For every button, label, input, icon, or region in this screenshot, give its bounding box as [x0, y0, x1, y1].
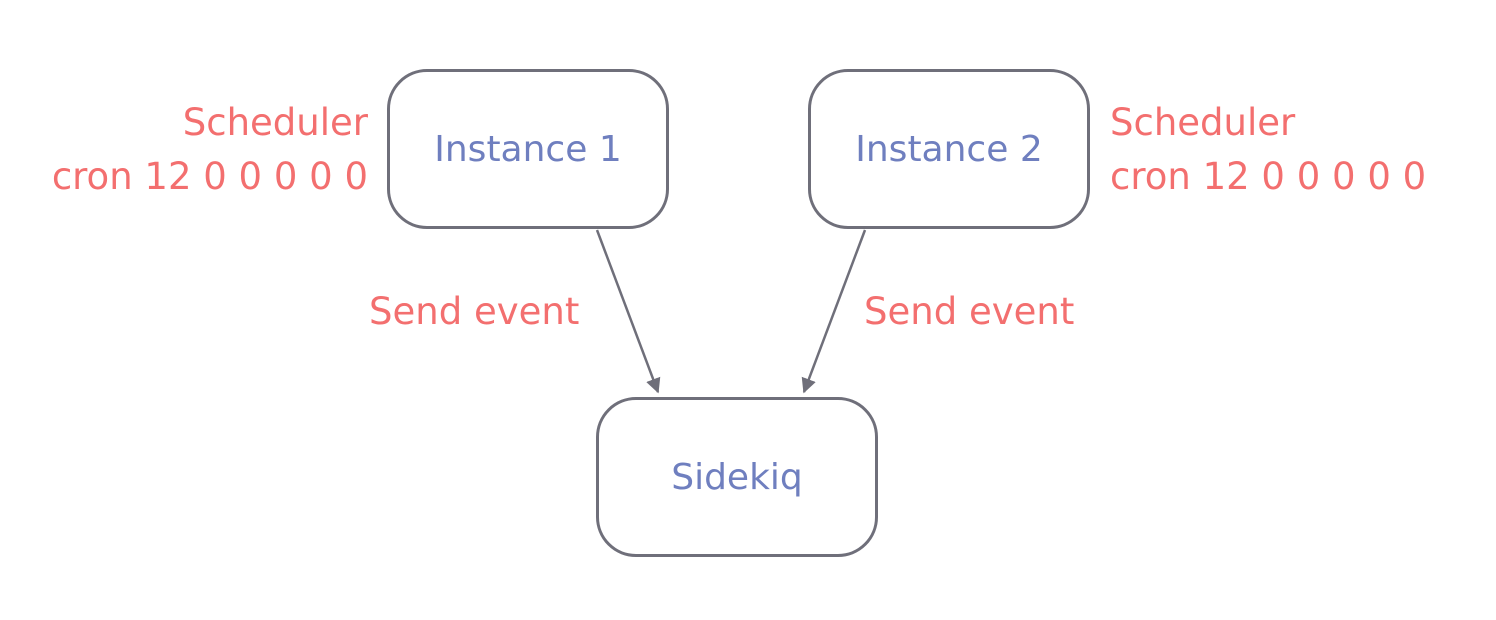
node-instance-2-label: Instance 2	[855, 128, 1043, 170]
note-scheduler-right-cron: cron 12 0 0 0 0 0	[1110, 155, 1427, 198]
note-scheduler-left-cron: cron 12 0 0 0 0 0	[51, 155, 368, 198]
node-sidekiq-label: Sidekiq	[671, 456, 803, 498]
arrow-instance2-to-sidekiq	[801, 229, 867, 394]
note-scheduler-right-title: Scheduler	[1110, 101, 1296, 144]
node-instance-1-label: Instance 1	[434, 128, 622, 170]
edge-label-right: Send event	[864, 290, 1075, 333]
node-instance-2: Instance 2	[808, 69, 1090, 229]
node-sidekiq: Sidekiq	[596, 397, 878, 557]
note-scheduler-left: Scheduler cron 12 0 0 0 0 0	[52, 96, 368, 204]
edge-label-left: Send event	[369, 290, 580, 333]
note-scheduler-left-title: Scheduler	[182, 101, 368, 144]
note-scheduler-right: Scheduler cron 12 0 0 0 0 0	[1110, 96, 1426, 204]
node-instance-1: Instance 1	[387, 69, 669, 229]
arrow-instance1-to-sidekiq	[595, 229, 661, 394]
